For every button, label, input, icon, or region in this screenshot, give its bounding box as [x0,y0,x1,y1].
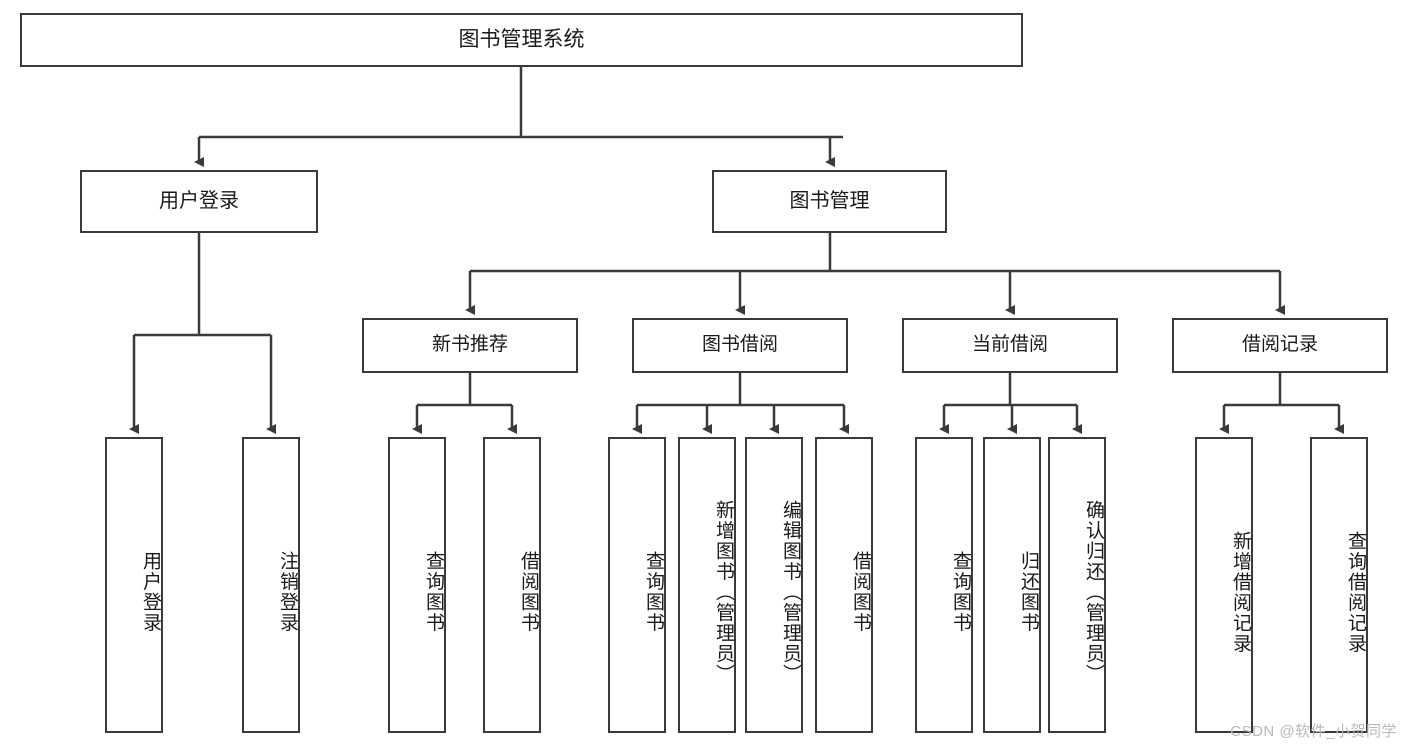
node-leaf-add-book[interactable]: 新增图书（管理员） [678,437,736,733]
node-leaf-add-record-label: 新增借阅记录 [1230,530,1251,654]
node-leaf-user-login-label: 用户登录 [140,551,161,633]
node-leaf-query-record-label: 查询借阅记录 [1345,530,1366,654]
node-book-borrow-label: 图书借阅 [701,334,778,356]
node-book-manage-label: 图书管理 [789,189,870,212]
node-leaf-confirm-return[interactable]: 确认归还（管理员） [1048,437,1106,733]
node-book-manage[interactable]: 图书管理 [712,170,947,233]
node-leaf-add-book-label: 新增图书（管理员） [713,499,734,685]
node-leaf-user-login[interactable]: 用户登录 [105,437,163,733]
node-leaf-query-book-3[interactable]: 查询图书 [915,437,973,733]
node-leaf-confirm-return-label: 确认归还（管理员） [1083,499,1104,685]
node-leaf-return-book-label: 归还图书 [1018,551,1039,633]
node-leaf-return-book[interactable]: 归还图书 [983,437,1041,733]
node-new-book-recommend-label: 新书推荐 [431,334,508,356]
node-leaf-logout[interactable]: 注销登录 [242,437,300,733]
node-borrow-record[interactable]: 借阅记录 [1172,318,1388,373]
node-leaf-query-book-1-label: 查询图书 [423,551,444,633]
node-user-login[interactable]: 用户登录 [80,170,318,233]
node-root-label: 图书管理系统 [458,27,585,51]
node-leaf-borrow-book-2[interactable]: 借阅图书 [815,437,873,733]
node-leaf-edit-book[interactable]: 编辑图书（管理员） [745,437,803,733]
node-borrow-record-label: 借阅记录 [1241,334,1318,356]
node-new-book-recommend[interactable]: 新书推荐 [362,318,578,373]
node-current-borrow-label: 当前借阅 [971,334,1048,356]
node-leaf-borrow-book-1[interactable]: 借阅图书 [483,437,541,733]
node-current-borrow[interactable]: 当前借阅 [902,318,1118,373]
node-book-borrow[interactable]: 图书借阅 [632,318,848,373]
node-root[interactable]: 图书管理系统 [20,13,1023,67]
node-leaf-add-record[interactable]: 新增借阅记录 [1195,437,1253,733]
node-leaf-logout-label: 注销登录 [277,551,298,633]
node-leaf-query-book-2-label: 查询图书 [643,551,664,633]
node-leaf-edit-book-label: 编辑图书（管理员） [780,499,801,685]
node-leaf-query-book-1[interactable]: 查询图书 [388,437,446,733]
node-user-login-label: 用户登录 [159,189,239,212]
node-leaf-query-book-3-label: 查询图书 [950,551,971,633]
node-leaf-borrow-book-1-label: 借阅图书 [518,551,539,633]
node-leaf-query-record[interactable]: 查询借阅记录 [1310,437,1368,733]
node-leaf-query-book-2[interactable]: 查询图书 [608,437,666,733]
node-leaf-borrow-book-2-label: 借阅图书 [850,551,871,633]
watermark: CSDN @软件_小贺同学 [1230,723,1397,740]
